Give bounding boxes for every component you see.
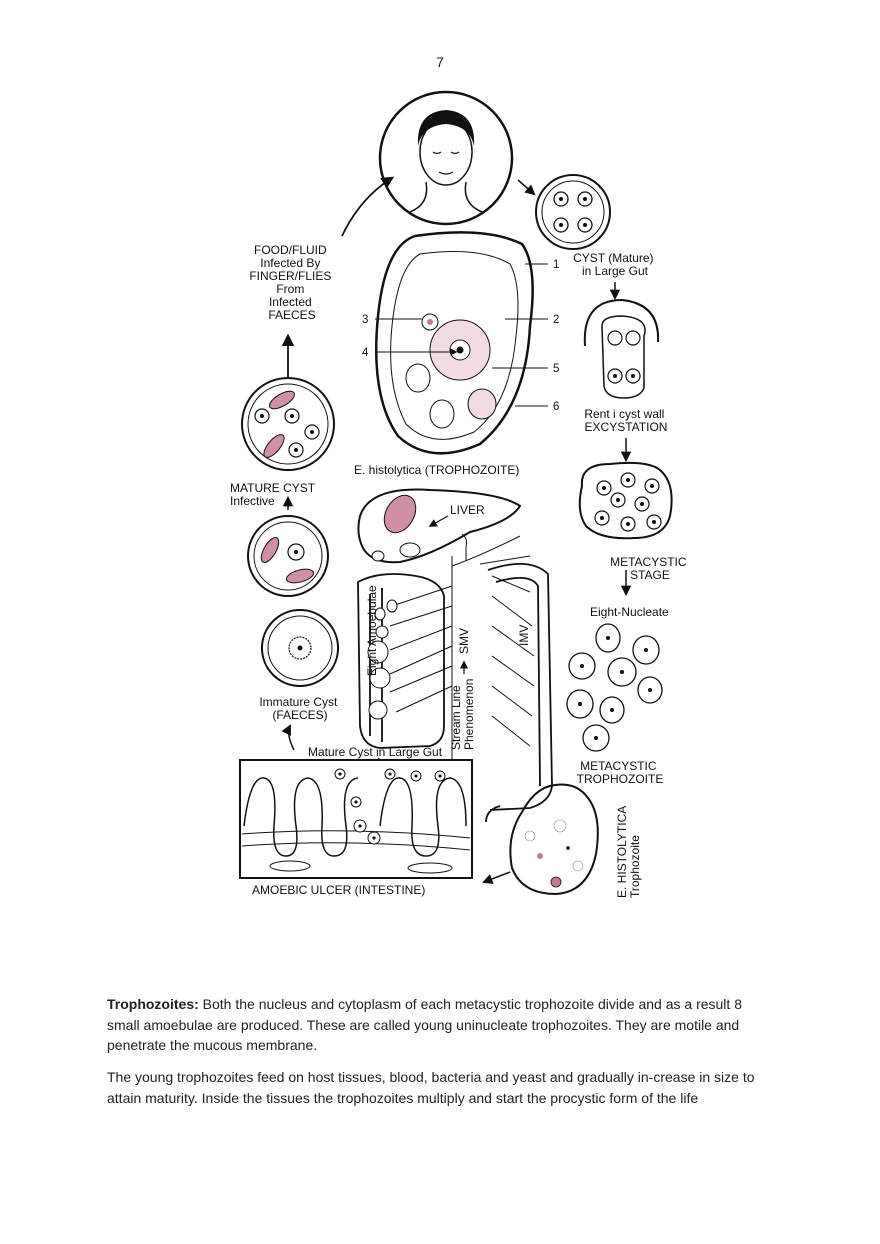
- paragraph-2: The young trophozoites feed on host tiss…: [107, 1069, 755, 1106]
- immature-cyst-label: Immature Cyst (FAECES): [259, 695, 340, 722]
- mature-cyst-gut-label: Mature Cyst in Large Gut: [308, 745, 443, 759]
- mature-cyst-icon: [535, 174, 611, 250]
- eight-nucleate-label: Eight-Nucleate: [590, 605, 669, 619]
- excystation-icon: [583, 298, 660, 399]
- colon-cysts: [367, 599, 398, 720]
- binucleate-cyst-icon: [247, 515, 329, 597]
- excystation-label: Rent i cyst wall EXCYSTATION: [584, 407, 667, 434]
- metacystic-stage-label: METACYSTIC STAGE: [610, 555, 690, 582]
- trophozoite-title: E. histolytica (TROPHOZOITE): [354, 463, 519, 477]
- label-6: 6: [553, 401, 559, 413]
- life-cycle-diagram: FOOD/FLUID Infected By FINGER/FLIES From…: [230, 86, 700, 906]
- liver-label: LIVER: [450, 503, 485, 517]
- label-4: 4: [362, 347, 369, 359]
- stream-line-label: Stream Line Phenomenon: [449, 679, 476, 750]
- metacystic-trophozoite-label: METACYSTIC TROPHOZOITE: [577, 759, 664, 786]
- mesenteric-veins: [389, 533, 535, 766]
- eight-amoebulae-label: Eight Amoebulae: [365, 585, 379, 676]
- label-1: 1: [553, 259, 559, 271]
- liver-icon: [357, 488, 522, 564]
- mature-cyst-infective-icon: [241, 377, 335, 471]
- amoebic-ulcer-panel: [239, 759, 473, 879]
- cyst-mature-label: CYST (Mature) in Large Gut: [573, 251, 657, 278]
- label-2: 2: [553, 314, 559, 326]
- page-number: 7: [436, 54, 444, 70]
- trophozoites-heading: Trophozoites:: [107, 996, 199, 1012]
- immature-cyst-icon: [261, 609, 339, 687]
- histolytica-label: E. HISTOLYTICA Trophozoite: [615, 803, 642, 898]
- amoebic-ulcer-label: AMOEBIC ULCER (INTESTINE): [252, 883, 425, 897]
- label-3: 3: [362, 314, 368, 326]
- food-fluid-label: FOOD/FLUID Infected By FINGER/FLIES From…: [249, 243, 334, 322]
- label-5: 5: [553, 363, 559, 375]
- amoebulae-cells: [566, 623, 663, 752]
- smv-label: SMV: [457, 628, 471, 654]
- histolytica-trophozoite-icon: [509, 783, 599, 896]
- trophozoite-diagram: [375, 231, 534, 455]
- paragraph-1-text: Both the nucleus and cytoplasm of each m…: [107, 996, 742, 1053]
- mature-cyst-infective-label: MATURE CYST Infective: [230, 481, 318, 508]
- imv-label: IMV: [517, 625, 531, 646]
- metacystic-stage-icon: [578, 461, 673, 540]
- paragraph-trophozoites: Trophozoites: Both the nucleus and cytop…: [107, 994, 775, 1056]
- human-host-icon: [378, 90, 514, 226]
